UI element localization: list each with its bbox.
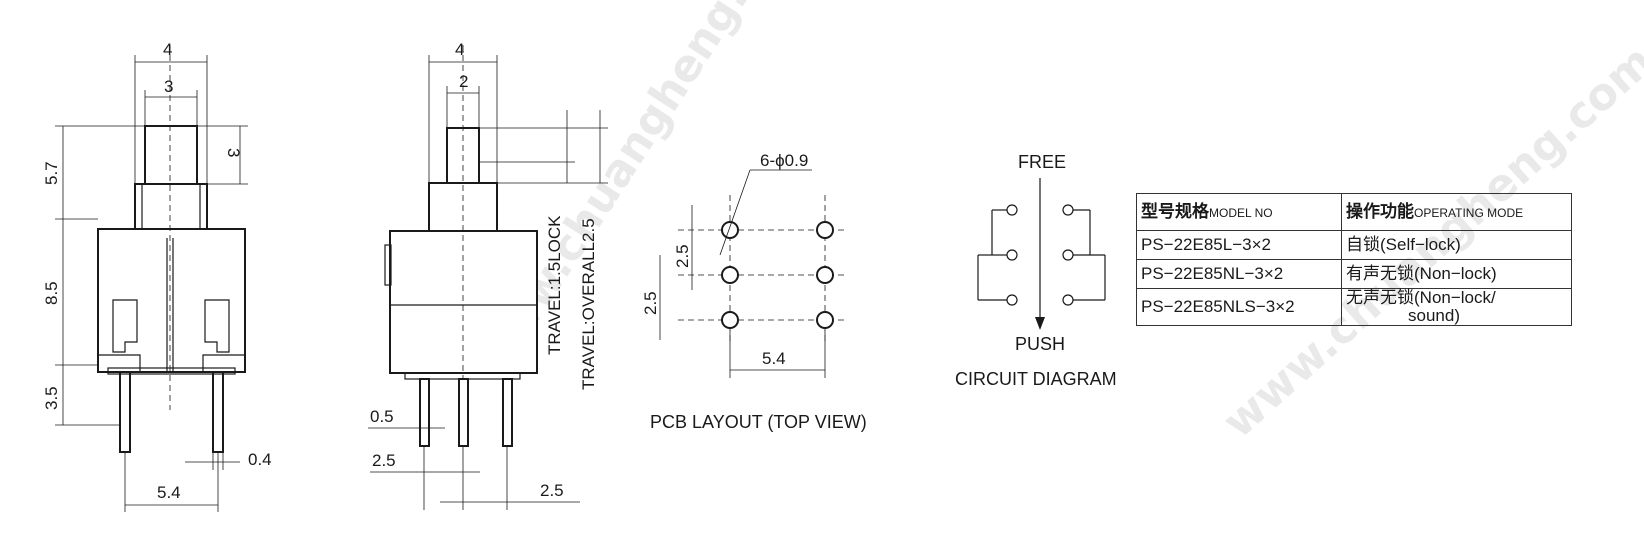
- dim-front-upper-height: 5.7: [42, 161, 61, 185]
- circuit-push-label: PUSH: [1015, 334, 1065, 354]
- pcb-hole: [816, 221, 834, 239]
- front-window-right: [204, 299, 230, 353]
- pcb-col-spacing: 5.4: [762, 349, 786, 368]
- pcb-layout-title: PCB LAYOUT (TOP VIEW): [650, 412, 867, 432]
- model-cell: PS−22E85NL−3×2: [1136, 259, 1342, 289]
- pcb-row-pitch-b: 2.5: [641, 291, 660, 315]
- pcb-layout: 6-ϕ0.9 2.5 2.5 5.4 PCB LAYOUT (TOP VIEW): [641, 151, 867, 432]
- dim-side-pitch-left: 2.5: [372, 451, 396, 470]
- pcb-hole: [721, 266, 739, 284]
- dim-front-pin-thickness: 0.4: [248, 450, 272, 469]
- front-pin-right: [212, 371, 224, 453]
- table-row: PS−22E85NLS−3×2 无声无锁(Non−lock/ sound): [1136, 288, 1572, 326]
- dim-front-button-height: 3: [224, 148, 243, 157]
- circuit-diagram: FREE PUSH CIRCUIT DIAGRAM: [955, 152, 1117, 389]
- mode-line-2: sound): [1408, 305, 1460, 325]
- dim-side-pin-width: 0.5: [370, 407, 394, 426]
- mode-cell: 有声无锁(Non−lock): [1341, 259, 1572, 289]
- dim-front-body-height: 8.5: [42, 281, 61, 305]
- model-cell: PS−22E85L−3×2: [1136, 230, 1342, 260]
- pcb-hole: [816, 311, 834, 329]
- dim-side-top-width: 4: [455, 40, 464, 59]
- dim-side-travel-overall: TRAVEL:OVERALL2.5: [579, 218, 598, 390]
- front-window-left: [112, 299, 138, 353]
- side-pin-1: [419, 378, 430, 447]
- header-mode-cell: 操作功能OPERATING MODE: [1341, 193, 1572, 231]
- pcb-hole: [721, 221, 739, 239]
- dim-front-button-width: 3: [164, 77, 173, 96]
- side-pin-3: [502, 378, 513, 447]
- pcb-row-pitch-a: 2.5: [673, 244, 692, 268]
- dim-side-pitch-right: 2.5: [540, 481, 564, 500]
- header-mode-en: OPERATING MODE: [1414, 206, 1524, 221]
- dim-side-travel-lock: TRAVEL:1.5LOCK: [545, 215, 564, 355]
- table-row: PS−22E85L−3×2 自锁(Self−lock): [1136, 230, 1572, 260]
- front-pin-left: [119, 371, 131, 453]
- pcb-hole: [721, 311, 739, 329]
- mode-cell: 无声无锁(Non−lock/ sound): [1341, 288, 1572, 326]
- pcb-hole: [816, 266, 834, 284]
- mode-cell: 自锁(Self−lock): [1341, 230, 1572, 260]
- side-view: 4 2 TRAVEL:1.5LOCK TRAVEL:OVERALL2.5 0.5…: [368, 40, 608, 510]
- pcb-hole-callout: 6-ϕ0.9: [760, 151, 808, 170]
- front-view: 4 3 3 5.7 8.5 3.5 0.4 5.4: [42, 40, 272, 512]
- circuit-free-label: FREE: [1018, 152, 1066, 172]
- front-button: [144, 125, 198, 185]
- dim-front-top-width: 4: [163, 40, 172, 59]
- mode-line-1: 无声无锁(Non−lock/: [1346, 288, 1496, 307]
- mode-cell-wrap: 无声无锁(Non−lock/ sound): [1346, 289, 1496, 325]
- header-model-cell: 型号规格MODEL NO: [1136, 193, 1342, 231]
- dim-side-button-width: 2: [459, 72, 468, 91]
- table-row: PS−22E85NL−3×2 有声无锁(Non−lock): [1136, 259, 1572, 289]
- model-cell: PS−22E85NLS−3×2: [1136, 288, 1342, 326]
- side-pin-2: [458, 378, 469, 447]
- header-model-en: MODEL NO: [1209, 206, 1273, 221]
- side-body: [389, 230, 538, 374]
- dim-front-pin-spacing: 5.4: [157, 483, 181, 502]
- header-model-cn: 型号规格: [1141, 202, 1209, 222]
- front-collar: [134, 183, 208, 230]
- header-mode-cn: 操作功能: [1346, 202, 1414, 222]
- table-header-row: 型号规格MODEL NO 操作功能OPERATING MODE: [1136, 193, 1572, 231]
- model-table: 型号规格MODEL NO 操作功能OPERATING MODE PS−22E85…: [1136, 193, 1572, 326]
- circuit-diagram-title: CIRCUIT DIAGRAM: [955, 369, 1117, 389]
- dim-front-pin-length: 3.5: [42, 386, 61, 410]
